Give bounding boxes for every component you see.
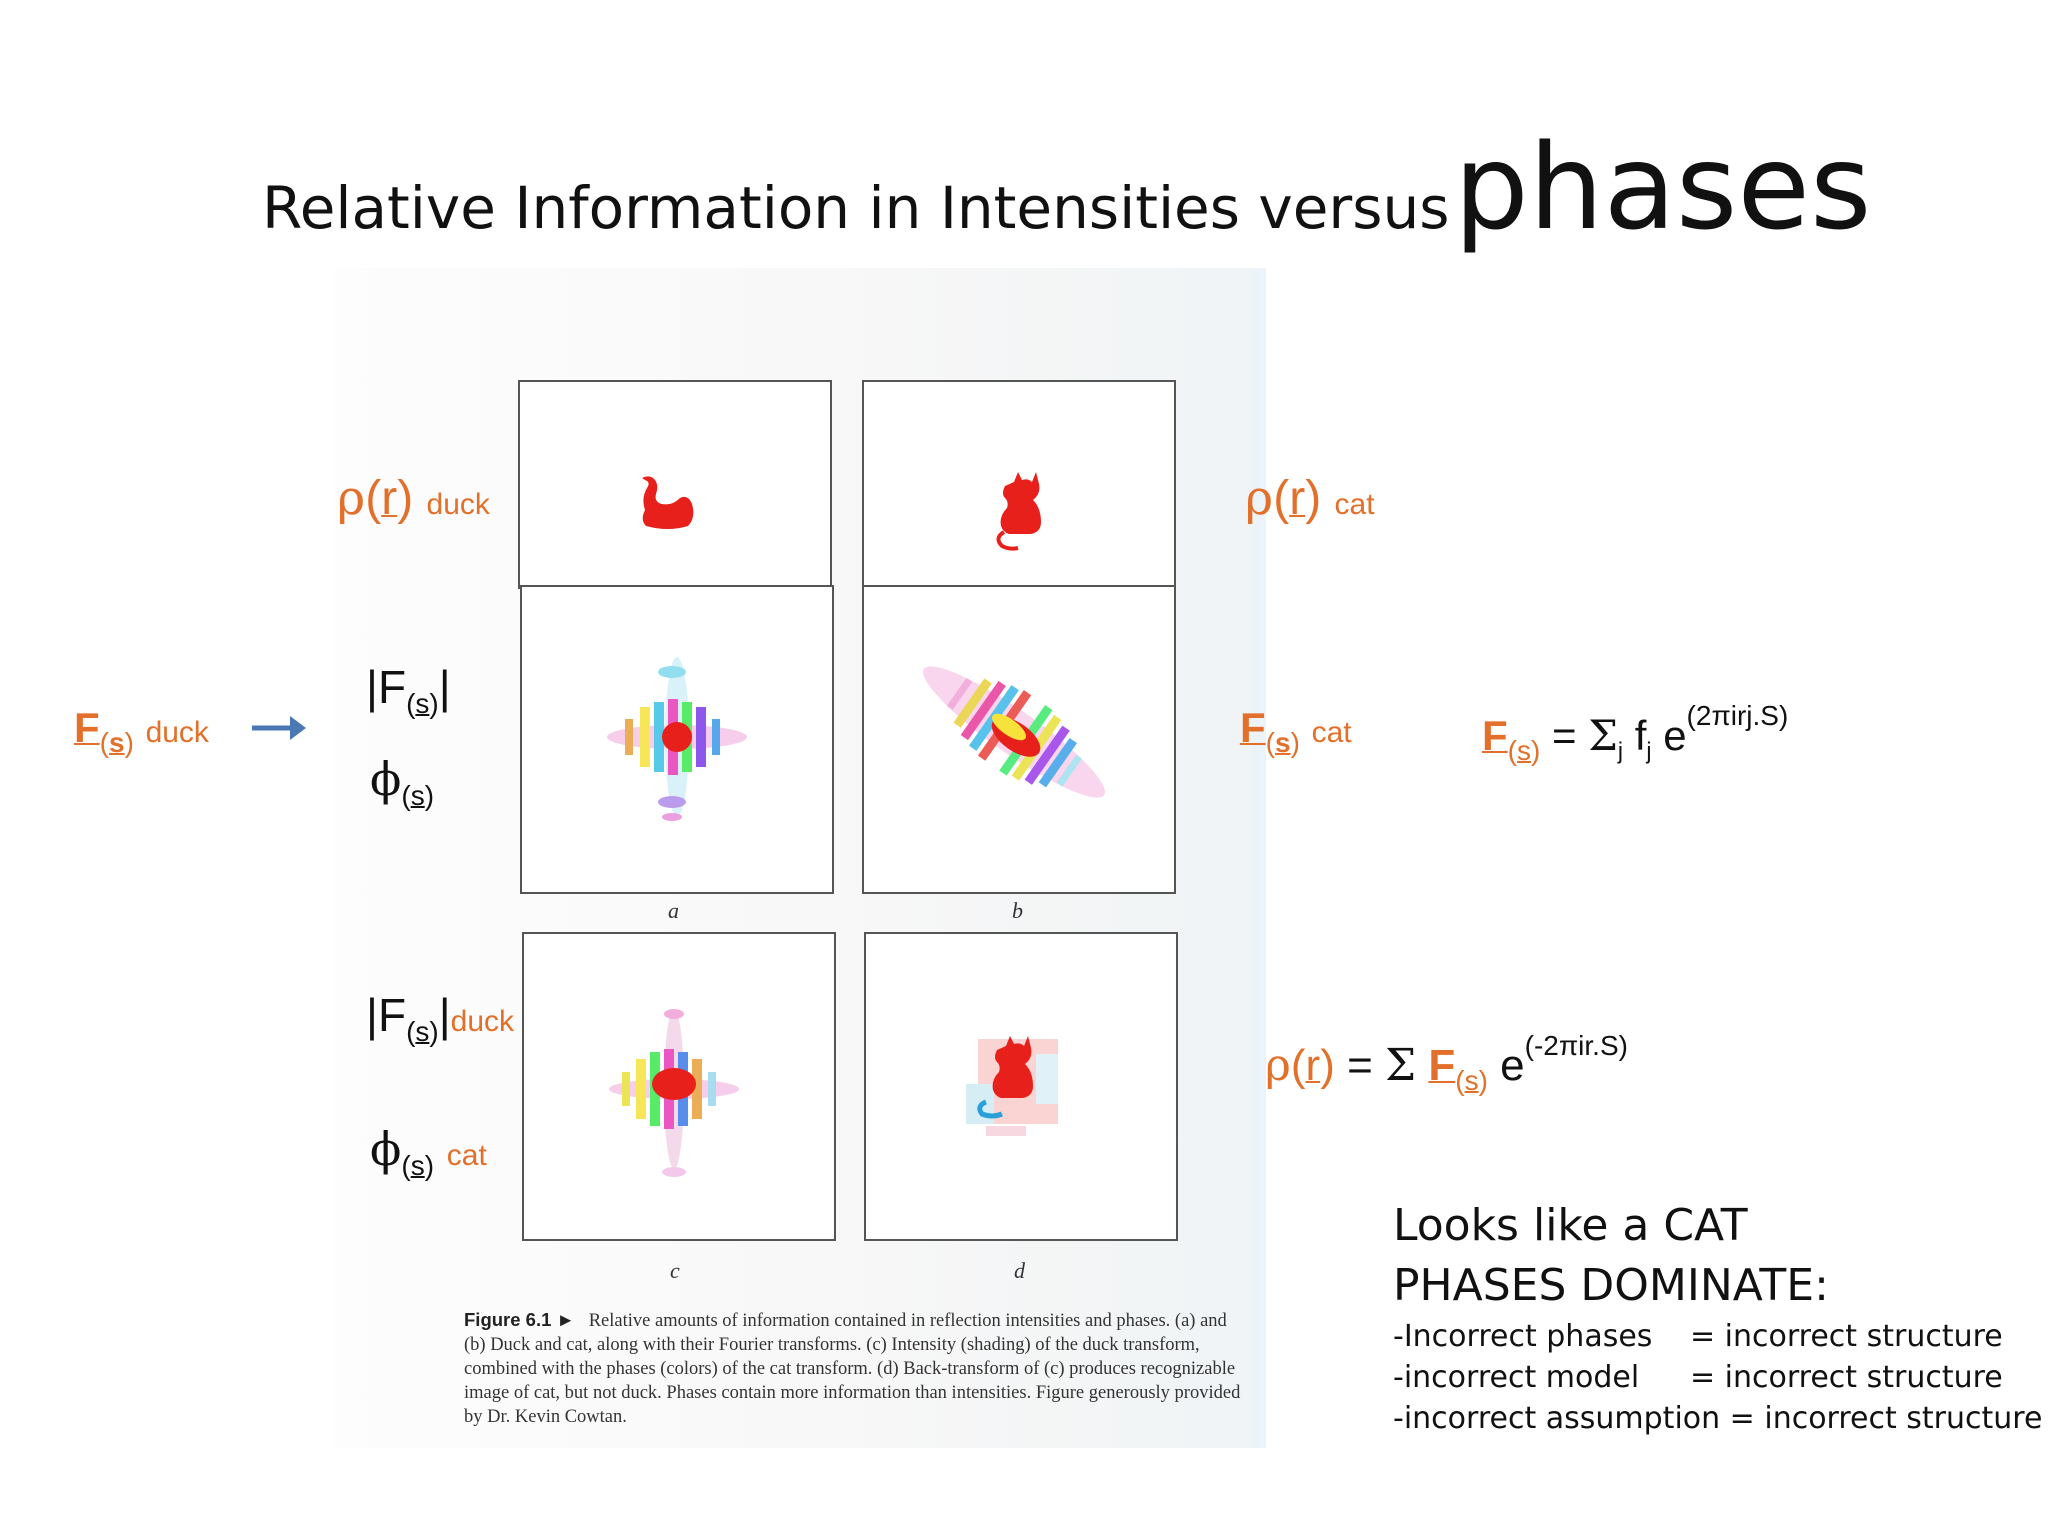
f-magnitude-label: |F(s)| xyxy=(366,661,451,719)
s-vector: s xyxy=(415,687,430,719)
panel-cat-image xyxy=(862,380,1176,589)
notes-row-left: -incorrect assumption = incorrect struct… xyxy=(1393,1401,2043,1436)
panel-label-c: c xyxy=(670,1258,680,1283)
slide-title: Relative Information in Intensities vers… xyxy=(262,118,1871,256)
figure-caption: Figure 6.1 ► Relative amounts of informa… xyxy=(464,1308,1244,1429)
scattering-factor: f xyxy=(1634,712,1647,760)
f-symbol: F xyxy=(1240,704,1266,751)
notes-line2: PHASES DOMINATE: xyxy=(1393,1260,1829,1311)
figure-scan-edge xyxy=(1258,268,1266,1448)
combined-transform-pattern xyxy=(609,1009,739,1177)
duck-transform-pattern xyxy=(607,657,747,821)
f-symbol: F xyxy=(377,661,407,713)
f-symbol: F xyxy=(1482,712,1508,760)
phi-symbol: ϕ xyxy=(370,752,402,806)
electron-density-equation: ρ(r) = Σ F(s) e(-2πir.S) xyxy=(1265,1030,1628,1096)
panel-back-transform xyxy=(864,932,1178,1241)
s-vector: s xyxy=(108,726,125,758)
f-symbol: F xyxy=(377,989,407,1041)
rho-symbol: ρ xyxy=(337,470,366,526)
caption-label: Figure 6.1 ► xyxy=(464,1309,575,1330)
arrow-right-icon xyxy=(250,710,306,746)
notes-row: -incorrect assumption = incorrect struct… xyxy=(1393,1398,2042,1439)
title-part2: phases xyxy=(1453,118,1872,256)
s-vector: s xyxy=(1274,726,1291,758)
s-vector: s xyxy=(1464,1064,1479,1096)
notes-line1: Looks like a CAT xyxy=(1393,1200,1748,1251)
f-symbol: F xyxy=(74,704,100,751)
f-magnitude-duck-label: |F(s)|duck xyxy=(366,989,515,1047)
phi-s-cat-label: ϕ(s) cat xyxy=(370,1122,487,1181)
equals-sign: = xyxy=(1551,712,1577,760)
cat-transform-pattern xyxy=(923,666,1105,798)
sum-symbol: Σ xyxy=(1588,711,1618,761)
duck-word: duck xyxy=(450,1005,515,1038)
index-j: j xyxy=(1646,737,1652,764)
exp-base: e xyxy=(1500,1041,1525,1091)
s-vector: s xyxy=(415,1015,430,1047)
rho-r-duck-label: ρ(r) duck xyxy=(337,470,490,526)
cat-silhouette xyxy=(996,472,1041,551)
duck-word: duck xyxy=(426,488,490,521)
cat-word: cat xyxy=(446,1139,487,1172)
panel-label-b: b xyxy=(1012,898,1023,923)
f-s-cat-label: F(s) cat xyxy=(1240,704,1352,758)
r-vector: r xyxy=(381,472,398,525)
s-vector: s xyxy=(410,1149,425,1181)
duck-silhouette xyxy=(642,476,694,529)
panel-combined-transform xyxy=(522,932,836,1241)
r-vector: r xyxy=(1305,1041,1321,1091)
notes-row-left: -Incorrect phases xyxy=(1393,1319,1653,1354)
s-vector: s xyxy=(410,779,425,811)
sum-symbol: Σ xyxy=(1385,1040,1417,1092)
caption-text: Relative amounts of information containe… xyxy=(464,1311,1241,1427)
phi-s-label: ϕ(s) xyxy=(370,752,435,811)
structure-factor-equation: F(s) = Σj fj e(2πirj.S) xyxy=(1482,700,1789,766)
f-symbol: F xyxy=(1428,1041,1456,1091)
r-vector: r xyxy=(1289,472,1306,525)
phi-symbol: ϕ xyxy=(370,1122,402,1176)
panel-cat-transform xyxy=(862,585,1176,894)
index-j: j xyxy=(1617,737,1624,764)
exp-base: e xyxy=(1663,712,1687,760)
f-s-duck-label: F(s) duck xyxy=(74,704,209,758)
panel-label-a: a xyxy=(668,898,679,923)
panel-duck-image xyxy=(518,380,832,589)
rho-exponent: (-2πir.S) xyxy=(1524,1030,1628,1061)
cat-word: cat xyxy=(1311,716,1352,749)
rho-symbol: ρ xyxy=(1245,470,1274,526)
sf-exponent: (2πirj.S) xyxy=(1686,700,1789,731)
notes-row: -Incorrect phases = incorrect structure xyxy=(1393,1316,2042,1357)
notes-row-right: = incorrect structure xyxy=(1690,1319,2003,1354)
back-transform-cat xyxy=(966,1036,1058,1136)
notes-row-left: -incorrect model xyxy=(1393,1360,1640,1395)
s-vector: s xyxy=(1516,734,1531,766)
rho-symbol: ρ xyxy=(1265,1040,1291,1092)
title-part1: Relative Information in Intensities vers… xyxy=(262,174,1450,242)
rho-r-cat-label: ρ(r) cat xyxy=(1245,470,1375,526)
notes-row: -incorrect model = incorrect structure xyxy=(1393,1357,2042,1398)
panel-duck-transform xyxy=(520,585,834,894)
panel-label-d: d xyxy=(1014,1258,1025,1283)
notes-row-right: = incorrect structure xyxy=(1690,1360,2003,1395)
duck-word: duck xyxy=(145,716,209,749)
cat-word: cat xyxy=(1334,488,1375,521)
conclusion-notes: Looks like a CAT PHASES DOMINATE: -Incor… xyxy=(1393,1196,2042,1439)
equals-sign: = xyxy=(1347,1041,1373,1091)
